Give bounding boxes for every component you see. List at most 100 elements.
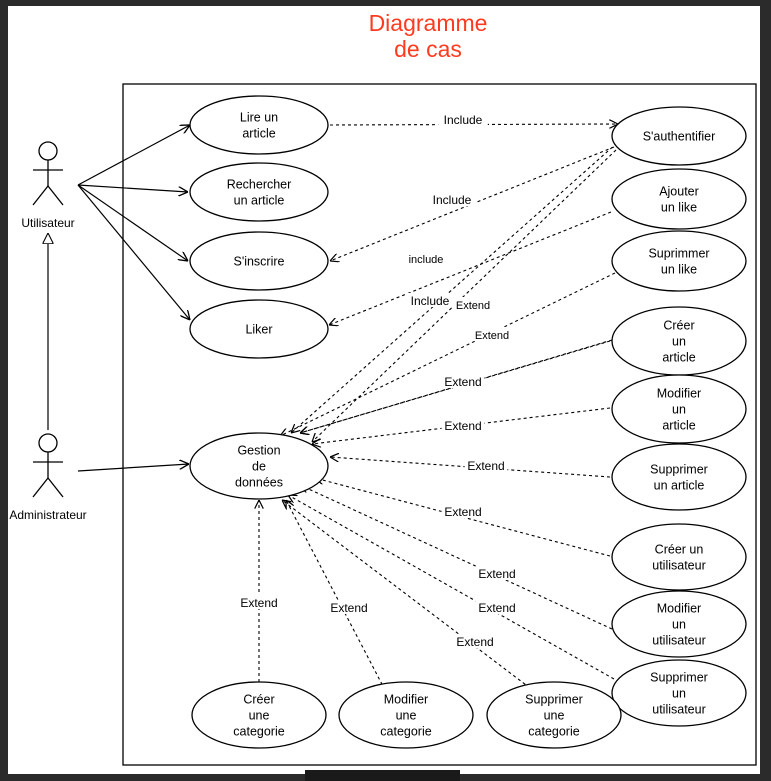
relation-label: include: [409, 254, 444, 266]
use-case-label: un article: [234, 194, 285, 208]
use-case-label: de: [252, 460, 266, 474]
dependency-arrow: [282, 500, 531, 689]
use-case-ellipse: [189, 299, 329, 359]
use-case-creer-article: Créer un article: [611, 306, 747, 376]
relation-label-bg: [475, 600, 519, 614]
use-case-label: un: [672, 687, 686, 701]
use-case-label: un: [672, 335, 686, 349]
relation-label-bg: [475, 566, 519, 580]
use-case-label: données: [235, 476, 283, 490]
use-case-label: Modifier: [657, 387, 701, 401]
association-arrow: [77, 184, 188, 192]
dependency-arrow: [280, 272, 616, 436]
diagram-title-wrap: Diagramme de cas: [0, 0, 771, 80]
use-case-label: Supprimer: [525, 693, 583, 707]
use-case-label: Suprimmer: [648, 247, 709, 261]
use-case-ellipse: [611, 374, 747, 444]
relation-label: Extend: [467, 459, 504, 473]
use-case-label: Gestion: [237, 444, 280, 458]
relation-label: Extend: [456, 635, 493, 649]
dependency-arrow: [312, 149, 617, 442]
association-arrow: [77, 184, 190, 320]
use-case-label: Créer: [663, 319, 694, 333]
diagram-title-line-2: de cas: [394, 36, 462, 62]
use-case-rechercher: Rechercher un article: [189, 162, 329, 222]
relation-label-bg: [472, 327, 512, 341]
relation-label: Extend: [444, 505, 481, 519]
use-case-gestion: Gestion de données: [189, 432, 329, 500]
relation-label-bg: [453, 297, 493, 311]
use-case-auth: S'authentifier: [611, 106, 747, 166]
use-case-label: S'authentifier: [643, 130, 716, 144]
relation-label: Include: [411, 294, 450, 308]
use-case-ellipse: [611, 443, 747, 511]
use-case-ellipse: [611, 168, 747, 230]
use-case-label: Supprimer: [650, 671, 708, 685]
dependency-arrow: [286, 500, 386, 691]
actor-utilisateur: Utilisateur: [21, 141, 75, 230]
use-case-label: un like: [661, 201, 697, 215]
use-case-label: S'inscrire: [233, 255, 284, 269]
use-case-supprimer-utilisateur: Supprimer un utilisateur: [611, 659, 747, 727]
use-case-ellipse: [191, 681, 327, 749]
relation-label-bg: [453, 634, 497, 648]
use-case-label: un article: [654, 479, 705, 493]
use-case-ellipse: [338, 681, 474, 749]
relation-label: Extend: [478, 601, 515, 615]
actor-label: Administrateur: [9, 508, 86, 522]
use-case-label: Créer: [243, 693, 274, 707]
relation-label-bg: [427, 192, 477, 206]
use-case-label: article: [662, 351, 695, 365]
actor-head: [38, 141, 58, 161]
use-case-label: Rechercher: [227, 178, 292, 192]
relation-label: Extend: [240, 596, 277, 610]
relation-label: Extend: [478, 567, 515, 581]
use-case-label: une: [249, 709, 270, 723]
actor-left-leg: [32, 185, 49, 206]
relation-label: Extend: [475, 330, 509, 342]
use-case-ellipse: [189, 162, 329, 222]
use-case-label: categorie: [528, 725, 579, 739]
relation-label-bg: [438, 112, 488, 126]
actor-administrateur: Administrateur: [9, 433, 87, 522]
use-case-label: utilisateur: [652, 559, 706, 573]
use-case-ellipse: [611, 106, 747, 166]
relation-label-bg: [464, 458, 508, 472]
relation-label-bg: [405, 293, 455, 307]
relation-label-bg: [441, 418, 485, 432]
actor-head: [38, 433, 58, 453]
association-arrow: [77, 125, 190, 186]
relation-label-bg: [441, 374, 485, 388]
use-case-inscrire: S'inscrire: [189, 231, 329, 291]
diagram-title: Diagramme de cas: [0, 10, 771, 62]
use-case-ellipse: [611, 230, 747, 292]
use-case-supprimer-like: Suprimmer un like: [611, 230, 747, 292]
actor-right-leg: [47, 477, 64, 498]
use-case-ellipse: [189, 231, 329, 291]
use-case-ellipse: [611, 659, 747, 727]
relation-label: Extend: [444, 419, 481, 433]
actor-label: Utilisateur: [21, 216, 74, 230]
relation-label-bg: [401, 251, 451, 265]
use-case-label: categorie: [380, 725, 431, 739]
use-case-label: utilisateur: [652, 634, 706, 648]
relation-label: Extend: [330, 601, 367, 615]
association-arrow: [77, 464, 189, 472]
relation-label: Extend: [444, 375, 481, 389]
use-case-label: utilisateur: [652, 703, 706, 717]
use-case-label: un: [672, 618, 686, 632]
use-case-label: un: [672, 403, 686, 417]
use-case-ellipse: [611, 523, 747, 591]
use-case-label: un like: [661, 263, 697, 277]
